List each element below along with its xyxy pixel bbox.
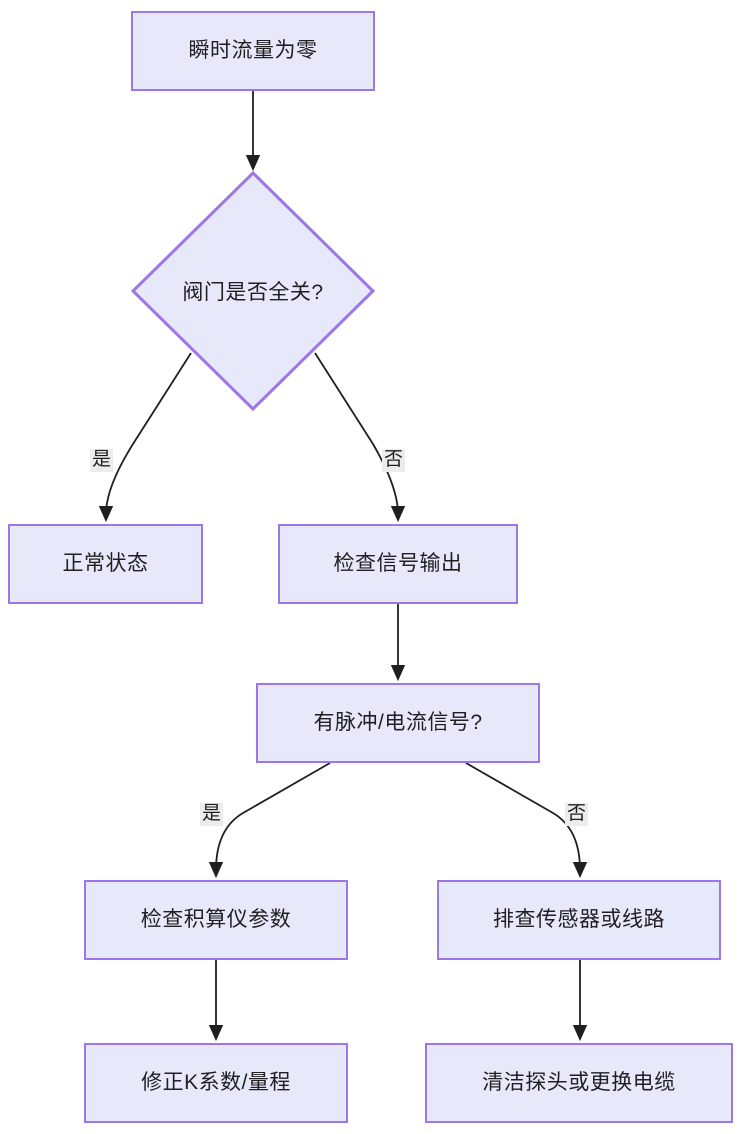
node-has-pulse-decision-label: 有脉冲/电流信号? bbox=[313, 711, 483, 735]
node-has-pulse-decision[interactable]: 有脉冲/电流信号? bbox=[256, 683, 540, 763]
edge-has-pulse-to-check-sensor bbox=[465, 762, 588, 879]
node-fix-k-factor-range-label: 修正K系数/量程 bbox=[141, 1071, 291, 1095]
node-check-signal-output-label: 检查信号输出 bbox=[333, 552, 463, 576]
edge-label-pulse-no: 否 bbox=[565, 803, 589, 826]
node-valve-decision-label: 阀门是否全关? bbox=[182, 281, 324, 304]
edge-has-pulse-to-check-param bbox=[208, 762, 331, 879]
node-start[interactable]: 瞬时流量为零 bbox=[131, 11, 375, 91]
node-normal-state[interactable]: 正常状态 bbox=[8, 524, 203, 604]
node-valve-decision[interactable]: 阀门是否全关? bbox=[131, 171, 375, 411]
edge-label-valve-yes: 是 bbox=[90, 449, 114, 472]
node-clean-probe-replace-cable[interactable]: 清洁探头或更换电缆 bbox=[425, 1043, 733, 1123]
node-check-signal-output[interactable]: 检查信号输出 bbox=[278, 524, 518, 604]
edge-label-valve-no: 否 bbox=[382, 449, 406, 472]
node-clean-probe-replace-cable-label: 清洁探头或更换电缆 bbox=[482, 1071, 676, 1095]
node-check-totalizer-params[interactable]: 检查积算仪参数 bbox=[84, 880, 348, 960]
diamond-shape bbox=[131, 171, 375, 411]
node-check-totalizer-params-label: 检查积算仪参数 bbox=[140, 908, 292, 932]
node-normal-state-label: 正常状态 bbox=[62, 552, 149, 576]
node-inspect-sensor-wiring-label: 排查传感器或线路 bbox=[493, 908, 665, 932]
node-inspect-sensor-wiring[interactable]: 排查传感器或线路 bbox=[437, 880, 721, 960]
node-start-label: 瞬时流量为零 bbox=[188, 39, 318, 63]
node-fix-k-factor-range[interactable]: 修正K系数/量程 bbox=[84, 1043, 348, 1123]
edge-label-pulse-yes: 是 bbox=[200, 803, 224, 826]
